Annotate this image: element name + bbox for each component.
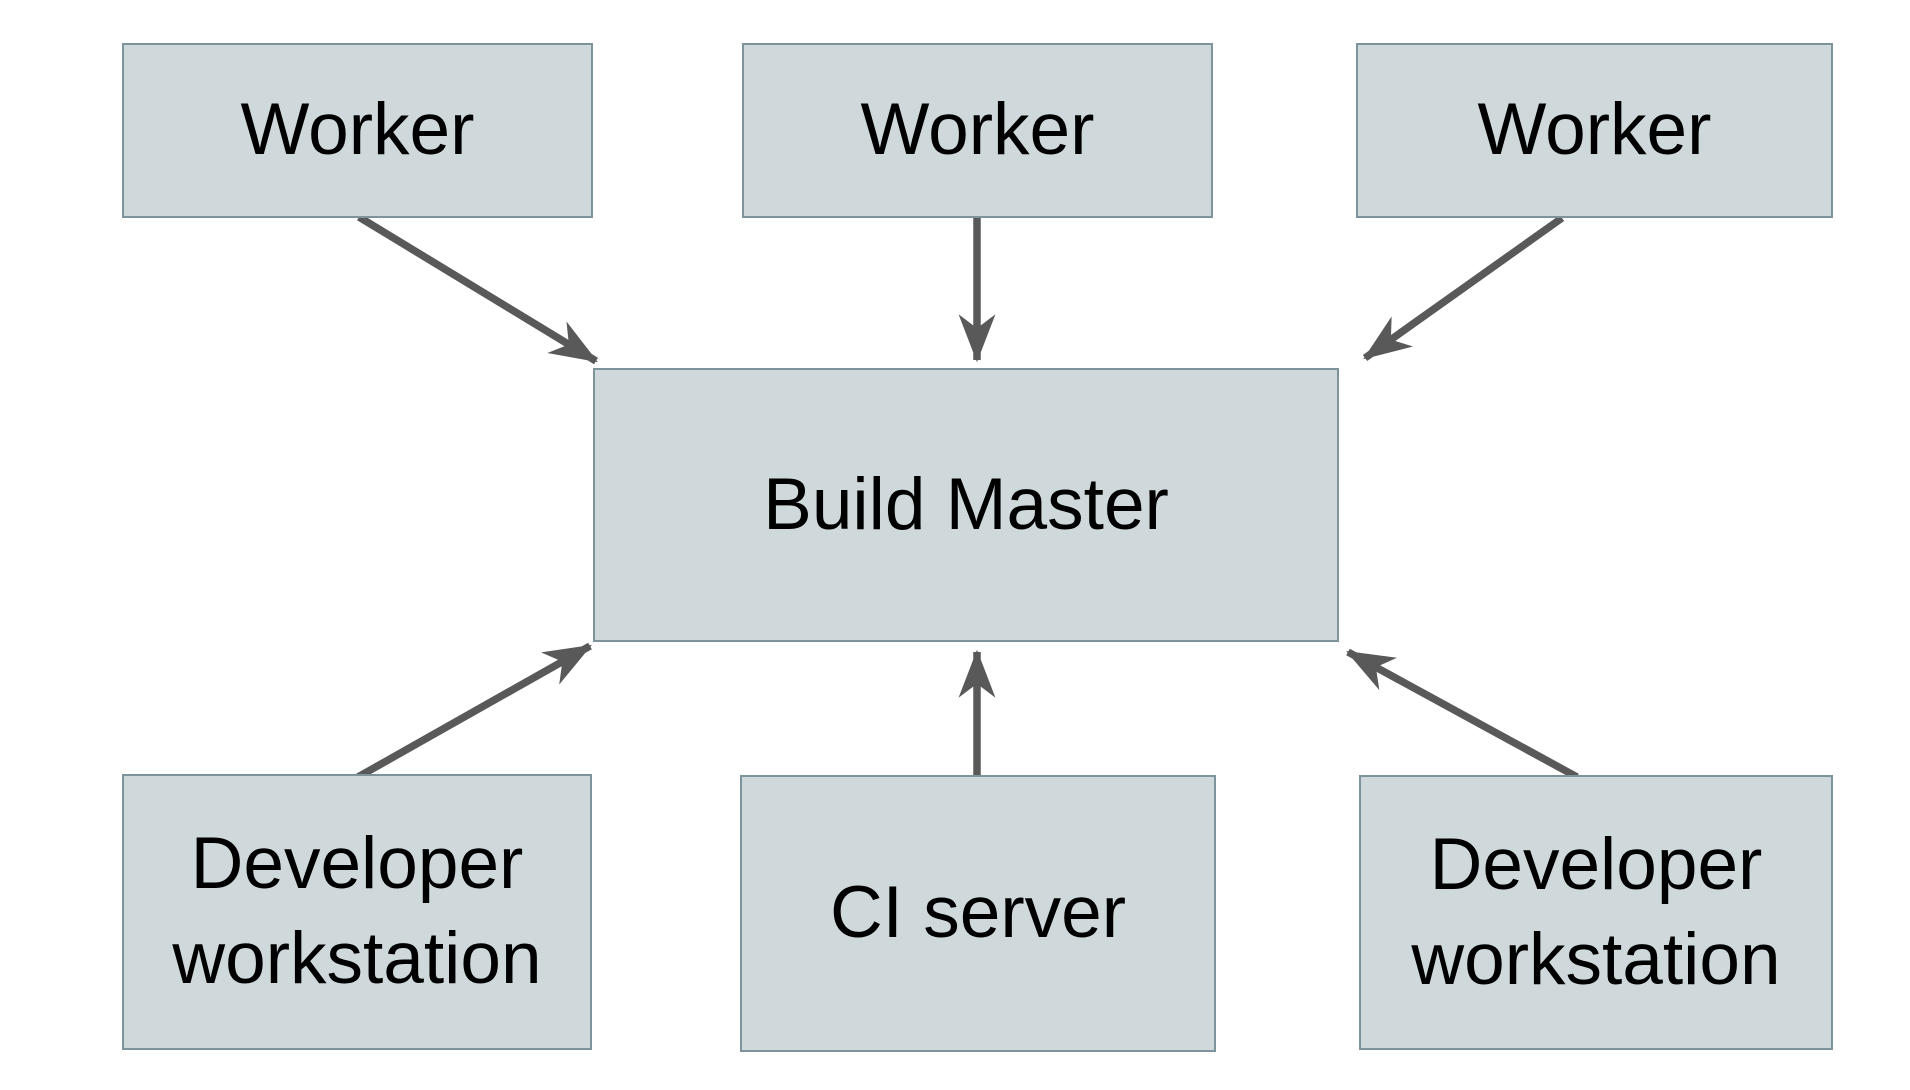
node-label: Worker: [860, 89, 1095, 171]
arrow-dev-right-to-build-master: [1346, 648, 1579, 781]
node-label: CI server: [829, 872, 1127, 954]
node-label: Build Master: [763, 463, 1169, 545]
node-worker-center: Worker: [742, 43, 1213, 218]
node-ci-server: CI server: [740, 775, 1216, 1052]
arrow-worker-right-to-build-master: [1362, 214, 1565, 362]
arrow-worker-left-to-build-master: [357, 213, 598, 365]
arrow-dev-left-to-build-master: [356, 642, 592, 781]
node-label: Developer workstation: [1411, 823, 1781, 1000]
node-label: Worker: [240, 89, 475, 171]
node-developer-workstation-left: Developer workstation: [122, 774, 592, 1050]
node-label: Worker: [1477, 89, 1712, 171]
node-worker-left: Worker: [122, 43, 593, 218]
node-developer-workstation-right: Developer workstation: [1359, 775, 1833, 1050]
node-label: Developer workstation: [172, 823, 542, 999]
node-worker-right: Worker: [1356, 43, 1833, 218]
node-build-master: Build Master: [593, 368, 1339, 642]
